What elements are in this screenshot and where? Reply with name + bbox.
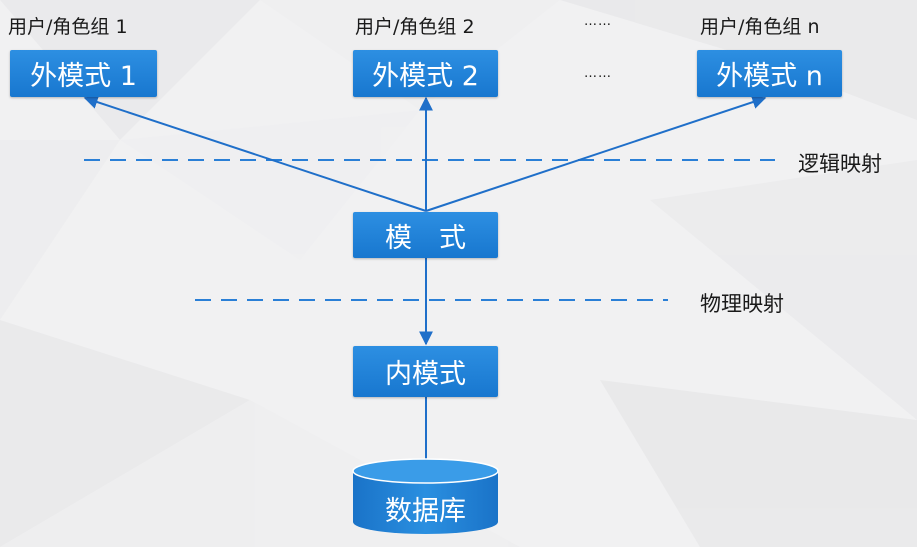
external-schema-2: 外模式 2 (353, 50, 498, 97)
physical-mapping-label: 物理映射 (700, 292, 784, 316)
schema-box: 模 式 (353, 212, 498, 258)
arrow-schema-to-external-n (425, 95, 767, 212)
ellipsis-middle: …… (584, 66, 612, 81)
logical-mapping-label: 逻辑映射 (798, 152, 882, 176)
external-schema-1: 外模式 1 (10, 50, 157, 97)
external-schema-n: 外模式 n (697, 50, 842, 97)
database-label: 数据库 (385, 496, 466, 527)
internal-schema-box: 内模式 (353, 346, 498, 397)
arrow-schema-to-external-1 (83, 95, 427, 212)
database-cylinder-icon (352, 458, 499, 534)
group-label-n: 用户/角色组 n (700, 16, 820, 38)
ellipsis-top: …… (584, 14, 612, 29)
group-label-2: 用户/角色组 2 (355, 16, 475, 38)
group-label-1: 用户/角色组 1 (8, 16, 128, 38)
